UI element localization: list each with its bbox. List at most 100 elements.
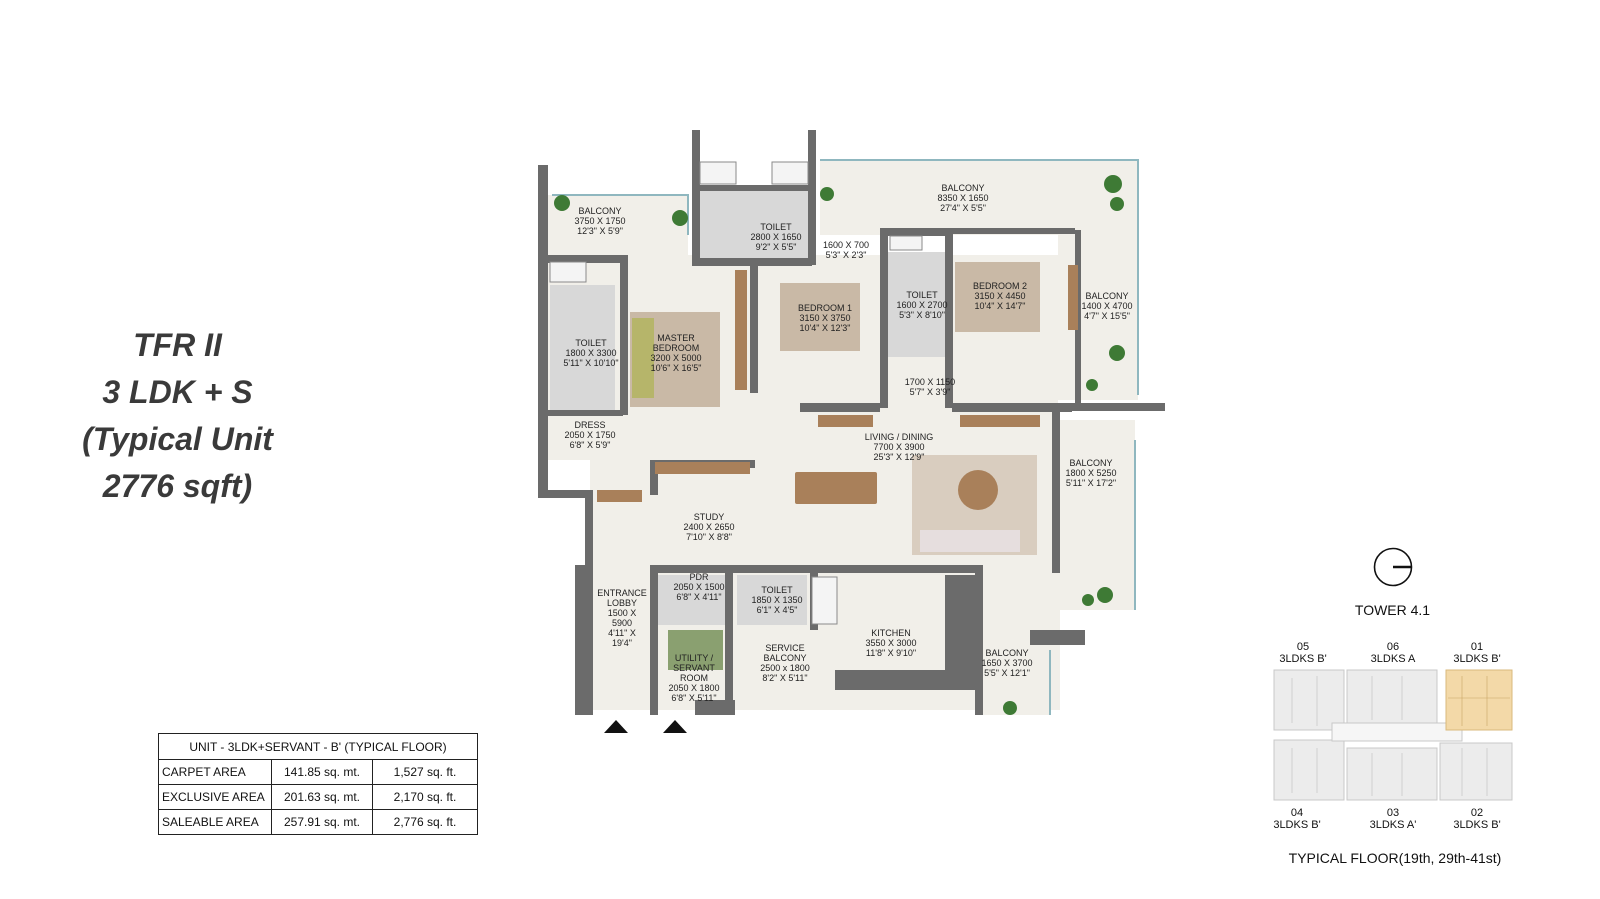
- room-ft: 27'4" X 5'5": [940, 203, 986, 213]
- row-sqft: 1,527 sq. ft.: [372, 759, 478, 785]
- room-ft: 25'3" X 12'9": [873, 452, 925, 462]
- room-mm: 2050 X 1500: [673, 582, 725, 592]
- room-ft: 12'3" X 5'9": [577, 226, 623, 236]
- key-plan: [1273, 669, 1513, 801]
- room-mm: 7700 X 3900: [873, 442, 925, 452]
- unit-no: 04: [1290, 807, 1304, 819]
- room-mm: 2500 x 1800: [760, 663, 810, 673]
- highlighted-unit: [1445, 669, 1513, 731]
- furniture: [597, 262, 1078, 670]
- entry-arrow-icon: [663, 720, 687, 733]
- area-table: UNIT - 3LDK+SERVANT - B' (TYPICAL FLOOR)…: [158, 733, 478, 835]
- room-dress: DRESS 2050 X 1750 6'8" X 5'9": [564, 420, 615, 450]
- room-ft: 7'10" X 8'8": [686, 532, 732, 542]
- key-unit-02: 02 3LDKS B': [1453, 807, 1500, 831]
- unit-type: 3LDKS B': [1453, 819, 1501, 831]
- table-row: SALEABLE AREA 257.91 sq. mt. 2,776 sq. f…: [158, 809, 478, 835]
- room-name: LIVING / DINING: [864, 432, 934, 442]
- room-name: BEDROOM 2: [972, 281, 1028, 291]
- room-ft: 11'8" X 9'10": [865, 648, 917, 658]
- room-name: ENTRANCE LOBBY: [597, 588, 647, 608]
- row-label: EXCLUSIVE AREA: [158, 784, 272, 810]
- room-name: KITCHEN: [871, 628, 911, 638]
- room-toilet-top: TOILET 2800 X 1650 9'2" X 5'5": [750, 222, 801, 252]
- room-mm: 1800 X 5250: [1065, 468, 1117, 478]
- room-name: BALCONY: [578, 206, 622, 216]
- title-line-4: 2776 sqft): [102, 468, 253, 504]
- room-ft: 6'8" X 5'11": [671, 693, 717, 703]
- room-balcony-kitchen: BALCONY 1650 X 3700 5'5" X 12'1": [981, 648, 1032, 678]
- room-ft: 5'11" X 17'2": [1065, 478, 1117, 488]
- room-ft: 4'11" X 19'4": [608, 628, 636, 648]
- plants: [554, 175, 1125, 715]
- row-label: CARPET AREA: [158, 759, 272, 785]
- room-toilet-master: TOILET 1800 X 3300 5'11" X 10'10": [563, 338, 618, 368]
- room-ft: 5'3" X 2'3": [825, 250, 867, 260]
- typical-floor-caption: TYPICAL FLOOR(19th, 29th-41st): [1288, 850, 1502, 866]
- unit-type: 3LDKS B': [1273, 819, 1321, 831]
- row-label: SALEABLE AREA: [158, 809, 272, 835]
- room-ft: 5'11" X 10'10": [563, 358, 619, 368]
- room-ft: 8'2" X 5'11": [762, 673, 808, 683]
- room-master-bedroom: MASTER BEDROOM 3200 X 5000 10'6" X 16'5": [646, 333, 706, 373]
- table-row: CARPET AREA 141.85 sq. mt. 1,527 sq. ft.: [158, 759, 478, 785]
- area-table-header: UNIT - 3LDK+SERVANT - B' (TYPICAL FLOOR): [158, 733, 478, 760]
- room-name: TOILET: [906, 290, 938, 300]
- unit-type: 3LDKS A': [1369, 819, 1417, 831]
- room-nook: 1600 X 700 5'3" X 2'3": [823, 240, 869, 260]
- room-mm: 2800 X 1650: [750, 232, 802, 242]
- room-balcony-east: BALCONY 1400 X 4700 4'7" X 15'5": [1081, 291, 1132, 321]
- room-ft: 6'8" X 5'9": [569, 440, 611, 450]
- title-line-2: 3 LDK + S: [102, 374, 253, 410]
- title-line-1: TFR II: [133, 327, 222, 363]
- shafts: [549, 161, 923, 625]
- room-name: MASTER BEDROOM: [652, 333, 700, 353]
- room-ft: 5'5" X 12'1": [984, 668, 1030, 678]
- unit-no: 01: [1470, 641, 1484, 653]
- room-mm: 1500 X 5900: [607, 608, 637, 628]
- room-entrance-lobby: ENTRANCE LOBBY 1500 X 5900 4'11" X 19'4": [597, 588, 647, 648]
- room-mm: 1600 X 700: [822, 240, 870, 250]
- room-ft: 6'1" X 4'5": [756, 605, 798, 615]
- unit-no: 02: [1470, 807, 1484, 819]
- room-ft: 6'8" X 4'11": [676, 592, 722, 602]
- unit-type: 3LDKS A: [1370, 653, 1416, 665]
- room-mm: 3150 X 4450: [974, 291, 1026, 301]
- north-arrow-icon: [1373, 547, 1413, 587]
- room-name: UTILITY / SERVANT ROOM: [673, 653, 715, 683]
- room-name: TOILET: [575, 338, 607, 348]
- unit-type: 3LDKS B': [1279, 653, 1327, 665]
- room-ft: 10'6" X 16'5": [650, 363, 702, 373]
- tower-label: TOWER 4.1: [1354, 602, 1431, 618]
- room-mm: 1600 X 2700: [896, 300, 948, 310]
- key-unit-06: 06 3LDKS A: [1371, 641, 1416, 665]
- room-mm: 1800 X 3300: [565, 348, 617, 358]
- room-name: TOILET: [761, 585, 793, 595]
- row-sqm: 201.63 sq. mt.: [271, 784, 373, 810]
- floor-plan: [538, 130, 1165, 715]
- unit-title: TFR II 3 LDK + S (Typical Unit 2776 sqft…: [40, 322, 315, 510]
- wet-areas: [550, 188, 946, 625]
- room-mm: 2400 X 2650: [683, 522, 735, 532]
- room-name: DRESS: [574, 420, 606, 430]
- room-name: BALCONY: [985, 648, 1029, 658]
- room-study: STUDY 2400 X 2650 7'10" X 8'8": [683, 512, 734, 542]
- room-service-balcony: SERVICE BALCONY 2500 x 1800 8'2" X 5'11": [760, 643, 810, 683]
- row-sqm: 141.85 sq. mt.: [271, 759, 373, 785]
- room-bedroom-2: BEDROOM 2 3150 X 4450 10'4" X 14'7": [973, 281, 1027, 311]
- room-toilet-service: TOILET 1850 X 1350 6'1" X 4'5": [751, 585, 802, 615]
- unit-no: 05: [1296, 641, 1310, 653]
- room-ft: 10'4" X 14'7": [974, 301, 1026, 311]
- room-mm: 8350 X 1650: [937, 193, 989, 203]
- unit-type: 3LDKS B': [1453, 653, 1501, 665]
- room-bedroom-1: BEDROOM 1 3150 X 3750 10'4" X 12'3": [798, 303, 852, 333]
- room-name: BEDROOM 1: [797, 303, 853, 313]
- room-utility-servant: UTILITY / SERVANT ROOM 2050 X 1800 6'8" …: [662, 653, 726, 703]
- room-mm: 1850 X 1350: [751, 595, 803, 605]
- room-toilet-bedroom-2: TOILET 1600 X 2700 5'3" X 8'10": [896, 290, 947, 320]
- room-mm: 1700 X 1150: [904, 377, 956, 387]
- room-mm: 3200 X 5000: [650, 353, 702, 363]
- room-name: BALCONY: [1069, 458, 1113, 468]
- unit-no: 03: [1386, 807, 1400, 819]
- unit-no: 06: [1386, 641, 1400, 653]
